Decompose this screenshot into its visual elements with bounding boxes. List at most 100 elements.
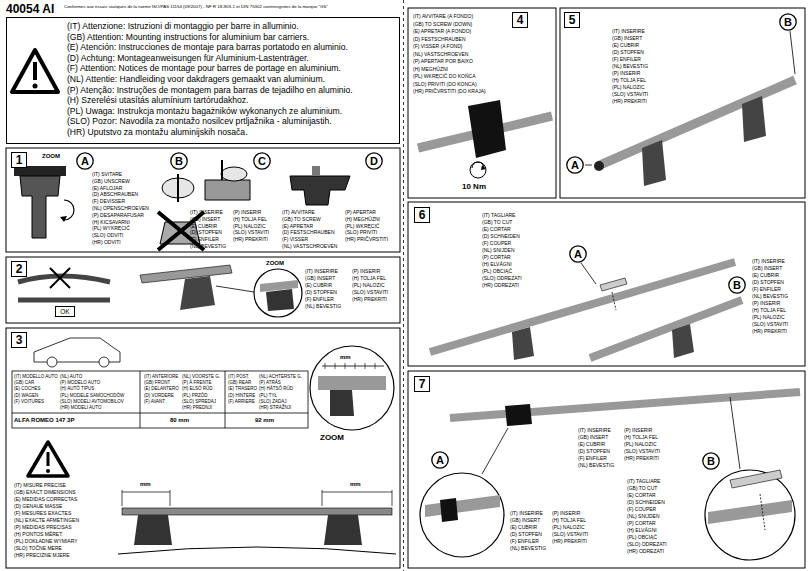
panel-frame [560, 8, 805, 198]
callout-text: D [370, 155, 378, 167]
mounted-bar [324, 515, 362, 545]
warning-symbol [33, 62, 37, 80]
bar-cutting [590, 300, 742, 358]
rack-foot [254, 269, 302, 317]
instruction-word: (IT) INSERIRE [190, 209, 223, 216]
screw-hand [177, 174, 179, 202]
callout-text: B [707, 455, 715, 467]
bar-cutting [672, 324, 694, 358]
instruction-word: (H) TOLJA FEL [752, 307, 786, 314]
instruction-word: (E) CUBRIR [752, 272, 779, 279]
bar-end-fitting [760, 494, 765, 530]
table-cell: (F) VOITURES [14, 399, 44, 405]
instruction-word: (P) INSERIR [752, 300, 780, 307]
foot-tightened [312, 166, 320, 176]
instruction-word: (P) INSERIR [612, 70, 640, 77]
table-cell: (H) HÁTSÓ RÚD [259, 386, 293, 392]
instruction-word: (E) APRETAR [282, 223, 313, 230]
panel-frame [6, 148, 400, 252]
callout-letter: B [779, 13, 797, 31]
instruction-word: (H) TOLJA FEL [612, 77, 646, 84]
callout-text: 3 [16, 333, 23, 347]
instruction-word: (P) APERTAR [345, 209, 376, 216]
instruction-word: (NL) BEVESTIG [578, 462, 614, 469]
warning-symbol [28, 442, 68, 476]
instruction-word: (SLO) VSTAVITI [624, 448, 660, 455]
instruction-word: (PL) NALOZIC [624, 441, 657, 448]
callout-text: A [571, 159, 579, 171]
instruction-word: (D) STOPFEN [305, 289, 337, 296]
cap-insert [205, 180, 250, 200]
callout-text: 5 [569, 13, 576, 27]
warning-text: (P) Atenção: Instruções de montagem para… [67, 85, 395, 96]
callout-letter: A [566, 156, 584, 174]
clamp-illustration [14, 166, 74, 238]
panel-frame [6, 8, 805, 568]
instruction-word: (F) ENFILER [305, 296, 334, 303]
warning-box: (IT) Attenzione: Istruzioni di montaggio… [6, 17, 400, 144]
instruction-word: (E) CORTAR [627, 492, 656, 499]
callout-circle [171, 153, 187, 169]
instruction-word: (SLO) ODREZATI [482, 275, 522, 282]
bar-end-fitting [705, 470, 795, 560]
instruction-word: (IT) INSERIRE [612, 28, 645, 35]
instruction-word: (D) STOPFEN [578, 448, 610, 455]
instruction-word: (HR) PRECIZNE MJERE [14, 552, 70, 559]
instruction-word: (F) ENFILER [510, 538, 539, 545]
table-cell: (IT) POST. [228, 374, 249, 380]
callout-text: A [436, 454, 444, 466]
callout-text: A [574, 248, 582, 260]
instruction-word: (GB) TO CUT [627, 485, 657, 492]
instruction-word: (F) ENFILER [612, 56, 641, 63]
instruction-word: (GB) TO CUT [482, 219, 512, 226]
warning-text: (D) Achtung: Montageanweisungen für Alum… [67, 53, 395, 64]
measurement-table [12, 413, 308, 414]
table-cell: (SLO) MODELI AVTOMOBILOV [60, 399, 124, 405]
rack-foot [266, 289, 294, 311]
dimension-line [122, 490, 392, 506]
table-cell: (NL) ACHTERSTE G. [259, 374, 302, 380]
instruction-word: (NL) BEVESTIG [510, 545, 546, 552]
table-cell: (GB) REAR [228, 380, 251, 386]
instruction-word: (HR) PREKRITI [352, 296, 387, 303]
instruction-word: (H) TOLJA FEL [552, 517, 586, 524]
step-number: 1 [11, 152, 27, 168]
instruction-word: (F) VISSER [282, 236, 308, 243]
instruction-word: (F) VISSER (A FOND) [413, 43, 462, 51]
bar-assembly [585, 165, 592, 166]
screw-hand [162, 174, 194, 202]
instruction-word: (H) PONTOS MÉRET [14, 531, 62, 538]
torque-knob [470, 162, 486, 178]
cap-insert [221, 160, 223, 180]
instruction-word: (NL) BEVESTIG [190, 243, 226, 250]
instruction-word: (IT) MISURE PRECISE [14, 482, 66, 489]
torque-knob [468, 100, 506, 158]
foot-tightened [290, 166, 350, 205]
instruction-word: (E) CUBRIR [305, 282, 332, 289]
instruction-word: (H) MEGHÚZNI [413, 66, 448, 74]
torque-knob [481, 165, 486, 170]
bar-end-fitting [708, 500, 792, 524]
callout-letter: B [702, 452, 720, 470]
zoom-detail [318, 376, 386, 390]
instruction-word: (GB) EXACT DIMENSIONS [14, 489, 76, 496]
instruction-word: (D) SCHNEIDEN [482, 233, 520, 240]
callout-circle [77, 153, 93, 169]
bar-cutting [600, 278, 627, 291]
warning-text: (H) Szerelési utasítás alumínium tartóru… [67, 95, 395, 106]
bar-assembly [642, 140, 666, 186]
table-cell: (F) ARRIERE [228, 399, 255, 405]
warning-text: (PL) Uwaga: Instrukcja montażu bagażnikó… [67, 106, 395, 117]
instruction-word: (SLO) TOČNE MERE [14, 545, 62, 552]
instruction-word: (H) KICSAVARNI [92, 219, 130, 226]
instruction-word: (PL) WYKRĘCIĆ [92, 225, 130, 232]
bar-end-fitting [450, 392, 800, 418]
table-cell: (PL) TYŁ [259, 393, 277, 399]
instruction-word: (GB) INSERT [578, 434, 608, 441]
cap-insert [221, 167, 247, 181]
instruction-word: (NL) SNIJDEN [627, 513, 660, 520]
panel-frame [408, 202, 805, 366]
instruction-word: (SLO) VSTAVITI [752, 321, 788, 328]
instruction-word: (F) COUPER [627, 506, 656, 513]
